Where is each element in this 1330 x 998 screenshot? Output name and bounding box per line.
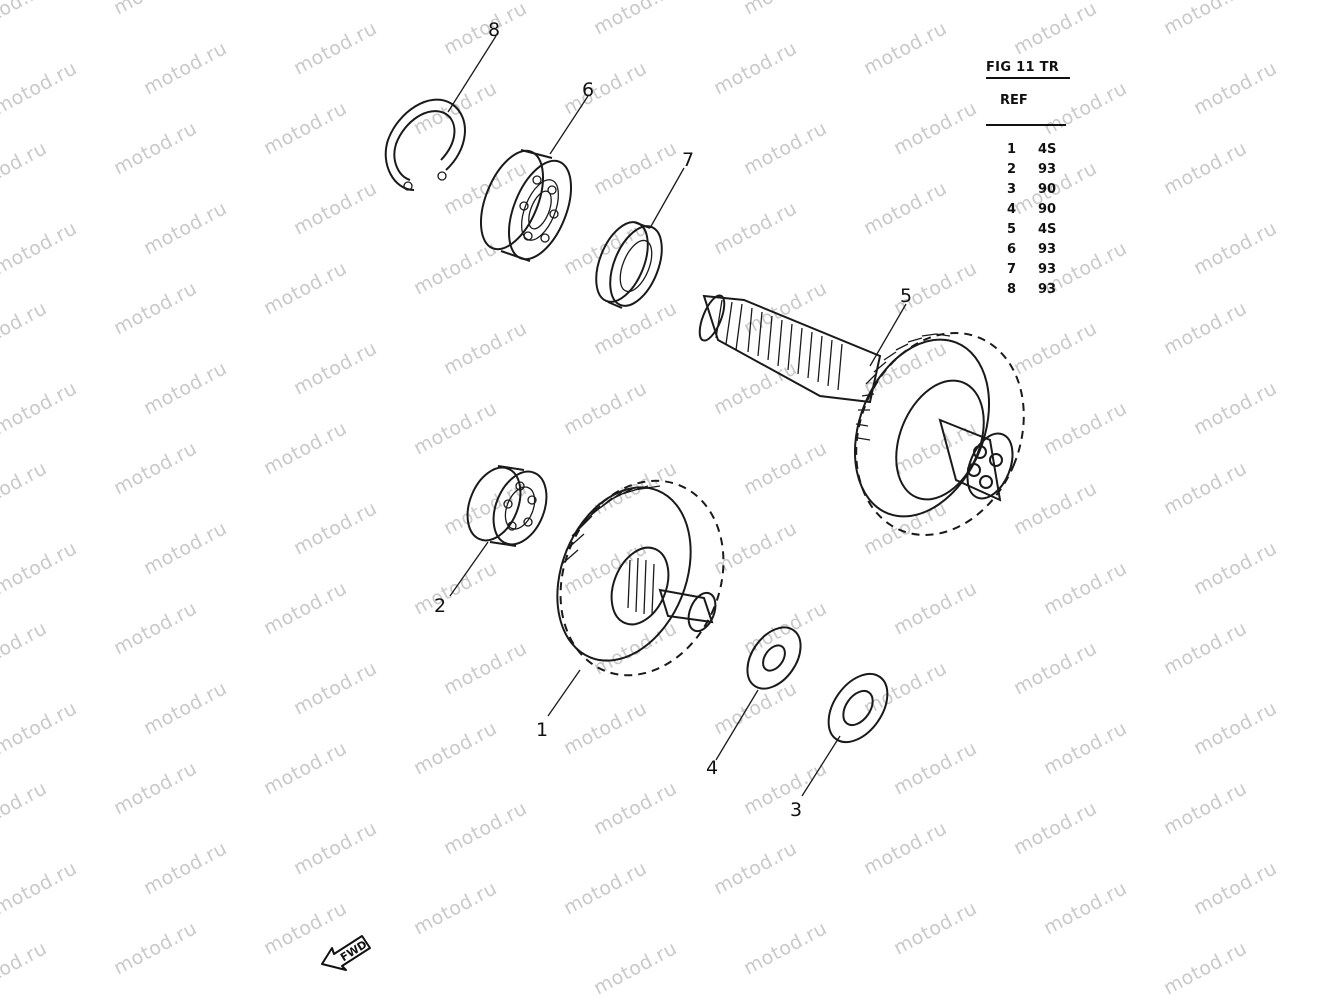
circlip-part-8 bbox=[384, 98, 466, 191]
ref-row: 5 4S bbox=[986, 220, 1070, 240]
ref-column-header: REF bbox=[1000, 93, 1028, 108]
ref-number: 8 bbox=[1006, 282, 1016, 297]
ref-number: 7 bbox=[1006, 262, 1016, 277]
ref-rows: 1 4S 2 93 3 90 4 90 5 4S 6 93 7 93 8 93 bbox=[986, 140, 1070, 300]
ref-code: 90 bbox=[1038, 202, 1057, 217]
ref-number: 1 bbox=[1006, 142, 1016, 157]
ref-number: 2 bbox=[1006, 162, 1016, 177]
callout-5: 5 bbox=[900, 285, 912, 307]
callout-6: 6 bbox=[582, 79, 594, 101]
callout-8: 8 bbox=[488, 19, 500, 41]
ref-code: 93 bbox=[1038, 162, 1057, 177]
callout-7: 7 bbox=[682, 149, 694, 171]
ref-row: 7 93 bbox=[986, 260, 1070, 280]
shaft-gear-part-5 bbox=[698, 294, 1025, 536]
ref-code: 4S bbox=[1038, 222, 1057, 237]
ref-row: 8 93 bbox=[986, 280, 1070, 300]
ref-code: 4S bbox=[1038, 142, 1057, 157]
ref-code: 93 bbox=[1038, 242, 1057, 257]
leader-line-6 bbox=[549, 95, 589, 155]
ball-bearing-part-6 bbox=[480, 149, 572, 262]
ball-bearing-part-2 bbox=[466, 465, 548, 547]
leader-line-2 bbox=[449, 541, 489, 597]
ref-number: 6 bbox=[1006, 242, 1016, 257]
leader-line-3 bbox=[801, 735, 841, 797]
reference-table: FIG 11 TR REF 1 4S 2 93 3 90 4 90 5 4S 6 93 7 9… bbox=[986, 60, 1070, 300]
callout-3: 3 bbox=[790, 799, 802, 821]
ref-number: 4 bbox=[1006, 202, 1016, 217]
callout-1: 1 bbox=[536, 719, 548, 741]
leader-line-1 bbox=[547, 669, 581, 717]
ref-row: 4 90 bbox=[986, 200, 1070, 220]
leader-line-8 bbox=[447, 35, 497, 113]
ref-code: 93 bbox=[1038, 262, 1057, 277]
leader-line-7 bbox=[649, 167, 685, 229]
leader-line-5 bbox=[869, 303, 907, 367]
forward-direction-badge: FWD bbox=[318, 918, 382, 980]
washer-part-3 bbox=[827, 672, 889, 744]
fwd-arrow-icon: FWD bbox=[321, 935, 371, 971]
ref-number: 3 bbox=[1006, 182, 1016, 197]
callout-2: 2 bbox=[434, 595, 446, 617]
callout-4: 4 bbox=[706, 757, 718, 779]
ref-code: 90 bbox=[1038, 182, 1057, 197]
leader-line-4 bbox=[715, 689, 759, 761]
ref-row: 1 4S bbox=[986, 140, 1070, 160]
ref-row: 6 93 bbox=[986, 240, 1070, 260]
ref-row: 3 90 bbox=[986, 180, 1070, 200]
header-divider bbox=[986, 124, 1066, 126]
oil-seal-part-7 bbox=[595, 221, 663, 309]
ref-row: 2 93 bbox=[986, 160, 1070, 180]
ref-number: 5 bbox=[1006, 222, 1016, 237]
washer-part-4 bbox=[746, 626, 802, 690]
ref-code: 93 bbox=[1038, 282, 1057, 297]
primary-gear-part-1 bbox=[556, 479, 725, 677]
figure-title: FIG 11 TR bbox=[986, 60, 1070, 79]
